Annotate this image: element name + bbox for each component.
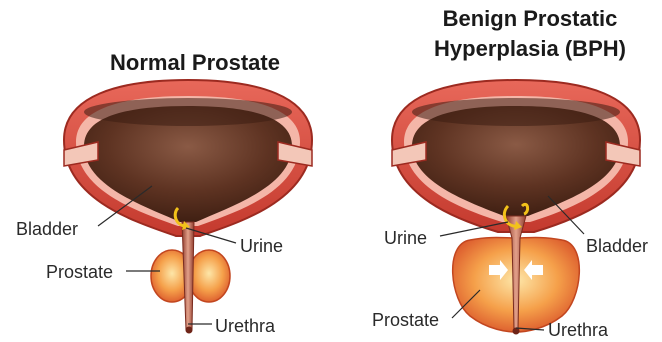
- bph-title-line-2: Hyperplasia (BPH): [395, 34, 662, 64]
- bph-bladder: [392, 80, 640, 232]
- bph-title-line-1: Benign Prostatic: [395, 4, 662, 34]
- normal-prostate-title: Normal Prostate: [70, 48, 320, 78]
- normal-bladder: [64, 80, 312, 236]
- bph-title: Benign Prostatic Hyperplasia (BPH): [395, 4, 662, 64]
- bph-urine-label: Urine: [384, 228, 427, 248]
- normal-urethra-label: Urethra: [215, 316, 275, 336]
- bph-bladder-label: Bladder: [586, 236, 648, 256]
- bph-urethra-label: Urethra: [548, 320, 608, 340]
- normal-bladder-label: Bladder: [16, 219, 78, 239]
- normal-prostate-label: Prostate: [46, 262, 113, 282]
- normal-urine-label: Urine: [240, 236, 283, 256]
- bph-prostate-label: Prostate: [372, 310, 439, 330]
- normal-urethra: [182, 222, 194, 334]
